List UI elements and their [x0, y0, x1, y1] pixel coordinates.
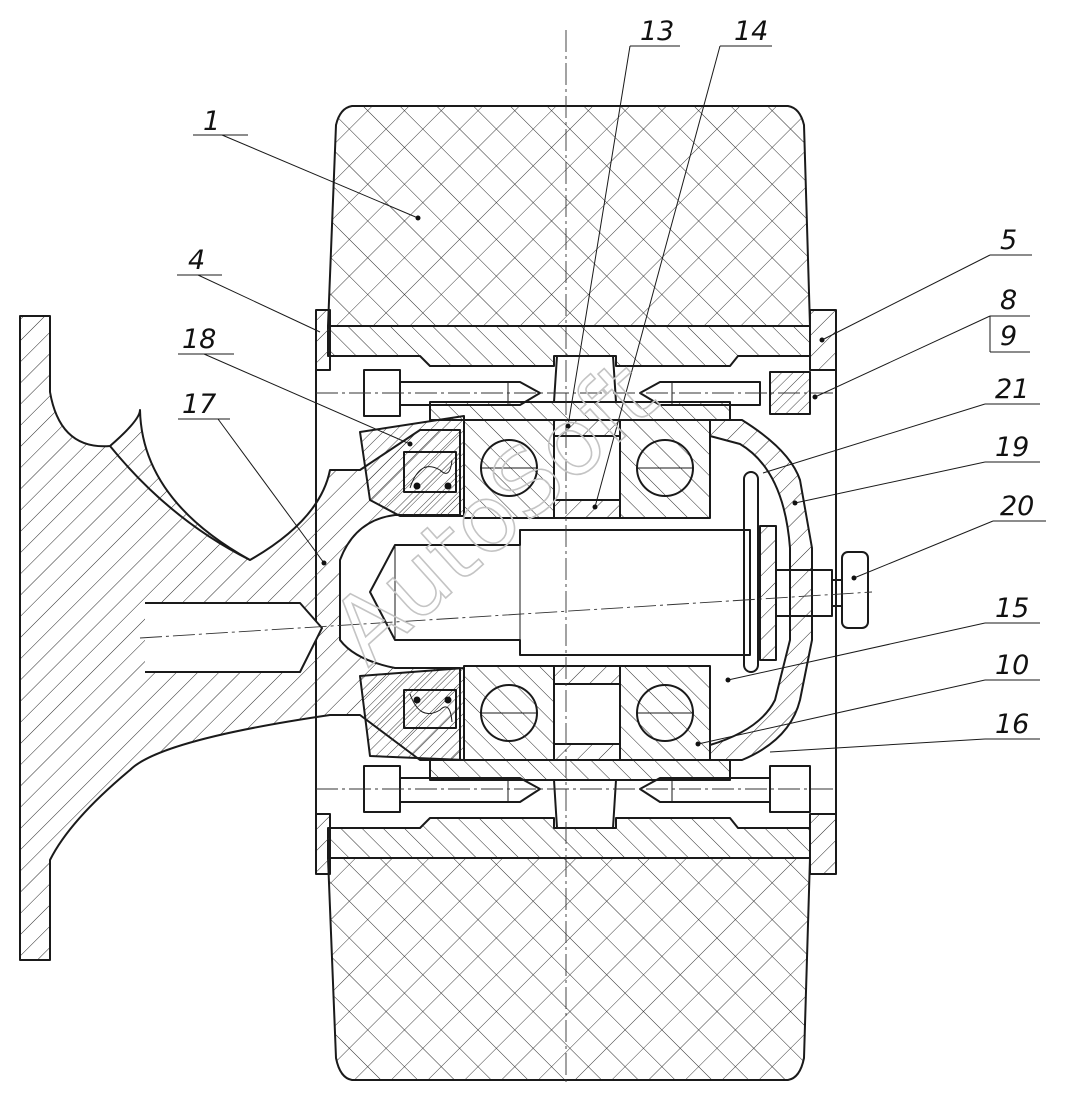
callout-16: 16	[995, 709, 1029, 740]
callout-13: 13	[640, 16, 674, 47]
callout-17: 17	[182, 389, 216, 420]
callout-8: 8	[1000, 285, 1017, 316]
seal-housing-left	[359, 415, 465, 761]
tyre-bottom	[327, 857, 811, 1081]
callout-10: 10	[995, 650, 1029, 681]
callouts: 1 4 18 17 13 14 5 8 9 21	[177, 16, 1046, 753]
grease-nipple	[775, 551, 869, 629]
centerlines	[139, 30, 873, 1085]
callout-4: 4	[188, 245, 205, 276]
callout-20: 20	[1000, 491, 1034, 522]
callout-15: 15	[995, 593, 1029, 624]
callout-5: 5	[1000, 225, 1017, 256]
callout-1: 1	[203, 106, 220, 137]
axle	[369, 529, 751, 656]
end-plate	[759, 525, 777, 661]
callout-21: 21	[995, 374, 1029, 405]
bolt-bottom-right	[639, 765, 811, 813]
callout-9: 9	[1000, 321, 1017, 352]
wheel-hub-bottom	[327, 759, 811, 859]
callout-14: 14	[734, 16, 768, 47]
callout-18: 18	[182, 324, 216, 355]
tyre-top	[327, 105, 811, 327]
end-cover	[709, 419, 813, 761]
ball-bearing-upper	[463, 355, 711, 519]
callout-19: 19	[995, 432, 1029, 463]
mounting-bracket	[19, 315, 461, 961]
flange-ring-right	[809, 309, 837, 875]
wheel-hub-top	[327, 325, 811, 421]
circlip	[743, 471, 759, 673]
ball-bearing-lower	[463, 665, 711, 829]
